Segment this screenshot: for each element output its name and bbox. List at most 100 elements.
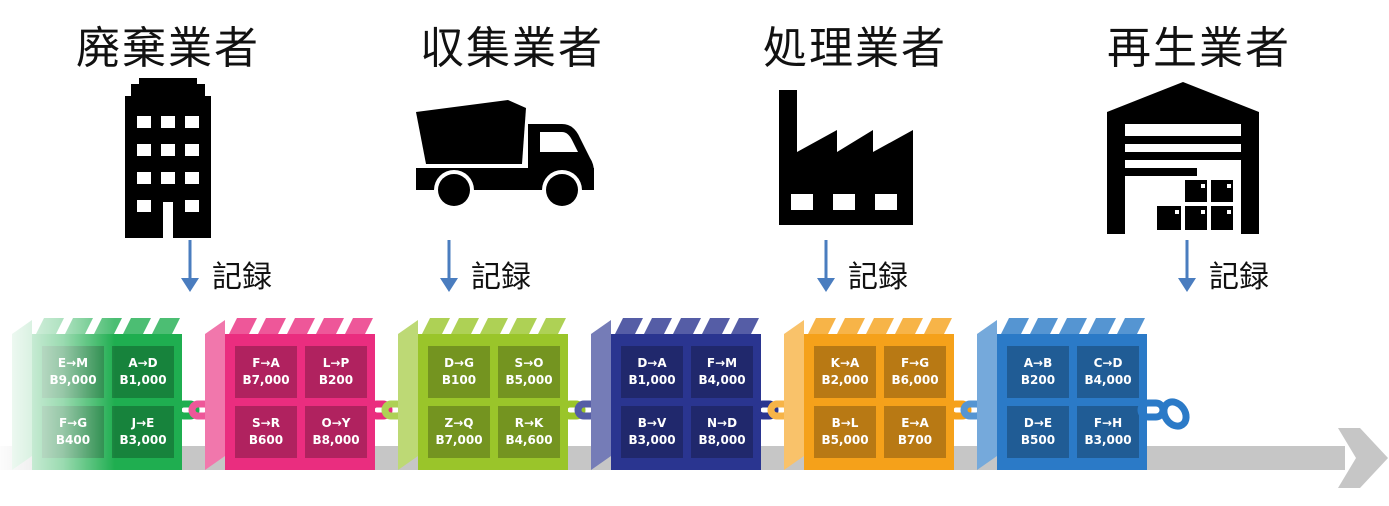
block-ridge <box>123 318 151 334</box>
tx-parties: S→R <box>252 416 280 430</box>
tx-panel <box>814 406 876 458</box>
tx-amount: B4,000 <box>698 373 745 387</box>
tx-parties: R→K <box>515 416 544 430</box>
timeline-arrowhead <box>1338 428 1388 488</box>
tx-amount: B2,000 <box>821 373 868 387</box>
tx-parties: D→G <box>444 356 474 370</box>
tx-amount: B500 <box>1021 433 1055 447</box>
tx-amount: B100 <box>442 373 476 387</box>
block-ridge <box>673 318 701 334</box>
tx-panel <box>884 346 946 398</box>
record-label: 記録 <box>471 260 531 295</box>
tx-panel <box>884 406 946 458</box>
actor-title-recycler: 再生業者 <box>1107 23 1291 74</box>
block-ridge <box>94 318 122 334</box>
tx-panel <box>1007 346 1069 398</box>
tx-amount: B6,000 <box>891 373 938 387</box>
tx-amount: B1,000 <box>628 373 675 387</box>
block-ridge <box>924 318 952 334</box>
block-ridge <box>229 318 257 334</box>
tx-parties: L→P <box>323 356 350 370</box>
tx-parties: J→E <box>131 416 155 430</box>
tx-amount: B400 <box>56 433 90 447</box>
tx-panel <box>428 346 490 398</box>
chain-link <box>174 400 200 420</box>
block-ridge <box>1088 318 1116 334</box>
actor-title-processor: 処理業者 <box>763 23 947 74</box>
block-side <box>977 320 997 470</box>
actor-title-collector: 収集業者 <box>420 23 604 74</box>
actor-title-disposer: 廃棄業者 <box>76 23 260 74</box>
block-side <box>205 320 225 470</box>
block-side <box>784 320 804 470</box>
block-ridge <box>644 318 672 334</box>
tx-parties: E→A <box>901 416 929 430</box>
block-side <box>398 320 418 470</box>
tx-parties: B→V <box>638 416 667 430</box>
tx-amount: B7,000 <box>242 373 289 387</box>
tx-panel <box>428 406 490 458</box>
block-ridge <box>480 318 508 334</box>
block-side <box>591 320 611 470</box>
tx-parties: F→M <box>707 356 737 370</box>
tx-parties: S→O <box>515 356 544 370</box>
tx-parties: D→A <box>637 356 667 370</box>
tx-amount: B4,600 <box>505 433 552 447</box>
down-arrow-icon <box>817 240 835 292</box>
block-ridge <box>808 318 836 334</box>
tx-parties: F→G <box>59 416 87 430</box>
down-arrow-icon <box>1178 240 1196 292</box>
tx-amount: B200 <box>1021 373 1055 387</box>
block-ridge <box>1059 318 1087 334</box>
block-ridge <box>1117 318 1145 334</box>
tx-parties: N→D <box>707 416 737 430</box>
down-arrow-icon <box>181 240 199 292</box>
block-ridge <box>152 318 180 334</box>
block-ridge <box>615 318 643 334</box>
block-ridge <box>1030 318 1058 334</box>
tx-amount: B600 <box>249 433 283 447</box>
down-arrow-icon <box>440 240 458 292</box>
tx-amount: B4,000 <box>1084 373 1131 387</box>
block-ridge <box>1001 318 1029 334</box>
tx-panel <box>621 406 683 458</box>
tx-amount: B3,000 <box>119 433 166 447</box>
tx-amount: B3,000 <box>628 433 675 447</box>
block-ridge <box>702 318 730 334</box>
block-ridge <box>538 318 566 334</box>
tx-amount: B8,000 <box>698 433 745 447</box>
block-ridge <box>65 318 93 334</box>
tx-panel <box>112 406 174 458</box>
tx-panel <box>1077 406 1139 458</box>
tx-amount: B7,000 <box>435 433 482 447</box>
tx-parties: F→G <box>901 356 929 370</box>
block-ridge <box>258 318 286 334</box>
block-ridge <box>36 318 64 334</box>
tx-panel <box>305 406 367 458</box>
chain-link <box>753 400 779 420</box>
tx-parties: A→D <box>128 356 157 370</box>
tx-panel <box>691 406 753 458</box>
block-ridge <box>731 318 759 334</box>
chain-link <box>560 400 586 420</box>
tx-panel <box>305 346 367 398</box>
tx-amount: B200 <box>319 373 353 387</box>
tx-amount: B8,000 <box>312 433 359 447</box>
tx-amount: B1,000 <box>119 373 166 387</box>
warehouse-icon <box>1107 82 1259 234</box>
tx-panel <box>498 346 560 398</box>
chain-link <box>946 400 972 420</box>
block-side <box>12 320 32 470</box>
record-label: 記録 <box>1209 260 1269 295</box>
tx-parties: F→A <box>252 356 280 370</box>
block-ridge <box>837 318 865 334</box>
tx-panel <box>691 346 753 398</box>
block-ridge <box>451 318 479 334</box>
tx-amount: B700 <box>898 433 932 447</box>
tx-panel <box>235 406 297 458</box>
